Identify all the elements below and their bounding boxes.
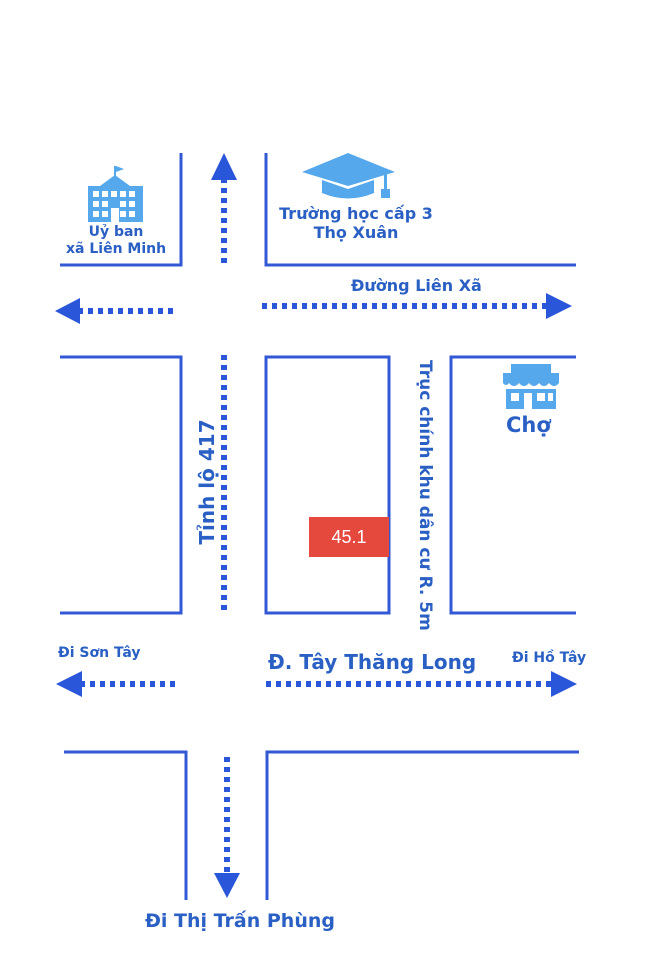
road-tinh-lo-label: Tỉnh lộ 417: [195, 419, 219, 545]
block-middle-right: [449, 355, 576, 615]
high-school-label: Trường học cấp 3 Thọ Xuân: [268, 204, 444, 242]
lot-badge-bg: [309, 517, 389, 557]
direction-thi-tran-phung-label: Đi Thị Trấn Phùng: [145, 910, 335, 932]
road-tay-thang-long-label: Đ. Tây Thăng Long: [268, 650, 477, 674]
direction-son-tay-label: Đi Sơn Tây: [58, 645, 141, 661]
arrow-west-son-tay: [56, 671, 82, 697]
arrowheads: [55, 153, 577, 898]
road-outlines: [60, 153, 579, 900]
arrow-east-ho-tay: [551, 671, 577, 697]
block-middle-center: [264, 355, 391, 615]
high-school-line1: Trường học cấp 3: [279, 204, 433, 223]
committee-line1: Uỷ ban: [88, 224, 144, 240]
block-bottom-left: [64, 750, 188, 900]
arrow-north-tinh-lo: [211, 153, 237, 180]
graduation-cap-icon: [302, 153, 395, 199]
road-lien-xa-label: Đường Liên Xã: [351, 276, 482, 295]
arrow-west-lien-xa: [55, 298, 80, 324]
block-bottom-right: [265, 750, 579, 900]
lot-badge-label: 45.1: [331, 526, 367, 547]
direction-ho-tay-label: Đi Hồ Tây: [512, 650, 587, 666]
government-building-icon: [88, 166, 143, 222]
block-top-left: [60, 153, 183, 267]
arrow-east-lien-xa: [546, 293, 572, 319]
block-top-right: [264, 153, 576, 267]
committee-line2: xã Liên Minh: [66, 240, 167, 257]
high-school-line2: Thọ Xuân: [313, 223, 399, 243]
block-middle-left: [60, 355, 183, 615]
market-stall-icon: [503, 364, 559, 409]
market-label: Chợ: [506, 413, 551, 437]
dotted-routes: [78, 178, 552, 875]
committee-label: Uỷ ban xã Liên Minh: [66, 224, 166, 258]
road-truc-chinh-label: Trục chính khu dân cư R. 5m: [415, 360, 435, 631]
arrow-south-phung: [214, 873, 240, 898]
